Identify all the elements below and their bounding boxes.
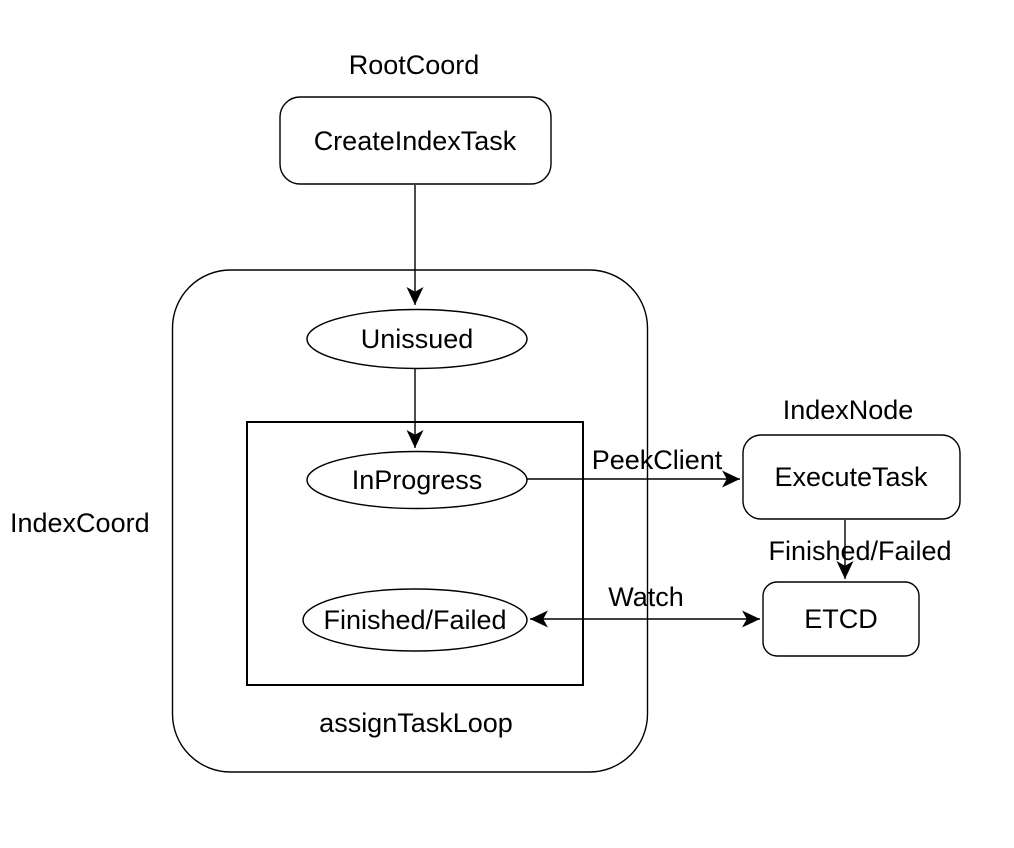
indexnode-group-label: IndexNode bbox=[783, 395, 914, 425]
edge-label-finished-failed: Finished/Failed bbox=[768, 536, 951, 566]
executetask-node-label: ExecuteTask bbox=[774, 462, 928, 492]
edge-label-watch: Watch bbox=[608, 582, 684, 612]
edge-label-peekclient: PeekClient bbox=[592, 445, 723, 475]
executetask-node bbox=[742, 434, 961, 520]
etcd-node-label: ETCD bbox=[804, 604, 878, 634]
indexcoord-container bbox=[171, 269, 649, 773]
finished-failed-state-label: Finished/Failed bbox=[323, 605, 506, 635]
finished-failed-state bbox=[302, 588, 528, 652]
inprogress-state bbox=[306, 450, 528, 510]
inprogress-state-label: InProgress bbox=[352, 465, 483, 495]
etcd-node bbox=[762, 581, 920, 657]
createindextask-node-label: CreateIndexTask bbox=[314, 126, 517, 156]
indexcoord-container-label: IndexCoord bbox=[10, 508, 150, 538]
unissued-state bbox=[306, 308, 528, 370]
createindextask-node bbox=[279, 96, 552, 185]
assigntaskloop-box-label: assignTaskLoop bbox=[319, 708, 513, 738]
rootcoord-group-label: RootCoord bbox=[349, 50, 480, 80]
unissued-state-label: Unissued bbox=[361, 324, 474, 354]
